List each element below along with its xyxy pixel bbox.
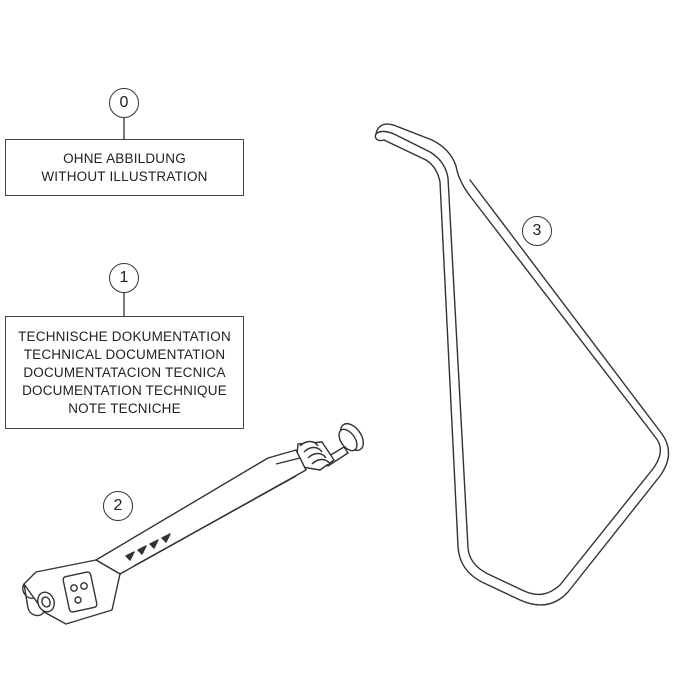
callout-3: 3 (522, 216, 552, 246)
box-0-line-2: WITHOUT ILLUSTRATION (41, 168, 208, 184)
technical-documentation-box: TECHNISCHE DOKUMENTATION TECHNICAL DOCUM… (5, 316, 244, 429)
without-illustration-box: OHNE ABBILDUNG WITHOUT ILLUSTRATION (5, 139, 244, 196)
callout-0: 0 (109, 88, 139, 118)
box-1-line-2: TECHNICAL DOCUMENTATION (23, 346, 226, 362)
box-1-line-4: DOCUMENTATION TECHNIQUE (22, 382, 227, 398)
box-1-line-3: DOCUMENTATACION TECNICA (23, 364, 226, 380)
box-1-line-5: NOTE TECNICHE (68, 400, 181, 416)
callout-1: 1 (109, 263, 139, 293)
box-0-line-1: OHNE ABBILDUNG (63, 150, 186, 166)
box-1-line-1: TECHNISCHE DOKUMENTATION (18, 328, 231, 344)
air-pump-icon (22, 422, 365, 625)
side-stand-icon (374, 123, 670, 606)
callout-2: 2 (103, 491, 133, 521)
